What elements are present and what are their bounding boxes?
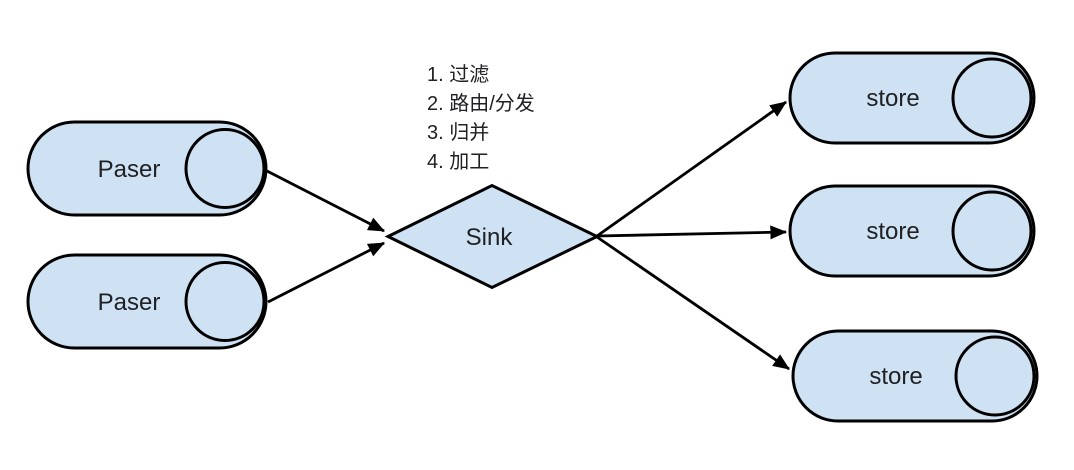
node-store-1-label: store: [866, 85, 919, 112]
cylinder-cap: [954, 335, 1036, 417]
cylinder-cap: [184, 261, 266, 342]
node-store-3-label: store: [869, 363, 922, 390]
node-sink: Sink: [384, 183, 601, 290]
node-store-2-label: store: [866, 218, 919, 245]
edge-paser2-to-sink: [267, 241, 385, 304]
cylinder-cap: [951, 190, 1033, 272]
annotation-item-2: 2. 路由/分发: [427, 93, 535, 115]
node-sink-label: Sink: [466, 224, 514, 251]
node-paser-1: Paser: [26, 120, 268, 217]
edges: [266, 100, 790, 371]
node-paser-1-label: Paser: [98, 156, 161, 183]
annotation-item-3: 3. 归并: [427, 122, 490, 144]
cylinder-cap: [184, 128, 266, 209]
diamond-shape: [384, 183, 601, 290]
edge-sink-to-store2: [596, 225, 788, 240]
edge-sink-to-store1: [596, 100, 787, 238]
edge-sink-to-store3: [596, 235, 790, 371]
annotation-item-4: 4. 加工: [427, 151, 490, 173]
node-paser-2-label: Paser: [98, 289, 161, 316]
annotation-item-1: 1. 过滤: [427, 64, 490, 86]
node-paser-2: Paser: [26, 253, 268, 350]
node-store-3: store: [791, 329, 1039, 423]
node-store-2: store: [788, 184, 1036, 278]
edge-paser1-to-sink: [266, 169, 385, 233]
cylinder-cap: [951, 57, 1033, 139]
annotation-list: 1. 过滤 2. 路由/分发 3. 归并 4. 加工: [427, 61, 535, 177]
node-store-1: store: [788, 51, 1036, 145]
